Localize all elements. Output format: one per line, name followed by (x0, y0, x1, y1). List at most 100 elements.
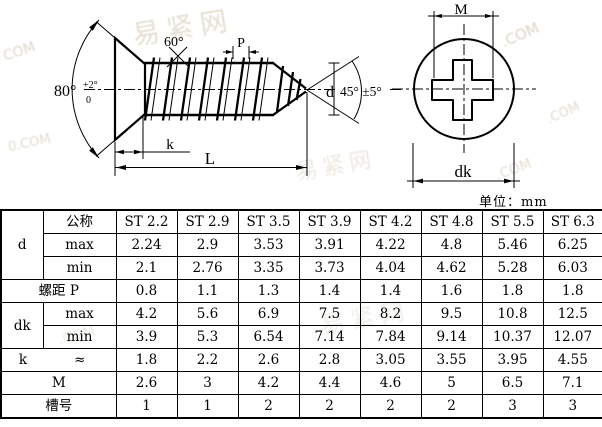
cell-dk-min: 7.84 (359, 325, 422, 349)
cell-d-min: 3.73 (298, 256, 361, 280)
cell-dk-min: 9.14 (420, 325, 483, 349)
sub-label-min: min (42, 325, 117, 349)
dim-pitch-ticks (223, 46, 259, 59)
cell-dk-max: 12.5 (542, 302, 602, 326)
dim-thread-angle (166, 46, 190, 68)
spec-table: d 公称 ST 2.2 ST 2.9 ST 3.5 ST 3.9 ST 4.2 … (0, 209, 602, 419)
cell-k: 2.8 (298, 348, 361, 372)
dim-label-point-angle: 45° ±5° (340, 84, 382, 99)
arrowhead (485, 14, 493, 18)
arrowhead (434, 14, 442, 18)
table-row-dk-max: dk max 4.2 5.6 6.9 7.5 8.2 9.5 10.8 12.5 (0, 302, 602, 349)
cell-d-min: 4.04 (359, 256, 422, 280)
cell-slot: 3 (542, 394, 602, 419)
cell-m: 4.2 (237, 371, 300, 395)
screw-drawing: 80° +2° 0 60° P k L (54, 2, 536, 188)
cell-dk-min: 3.9 (115, 325, 178, 349)
cell-dk-max: 5.6 (176, 302, 239, 326)
table-row-d-min: min 2.1 2.76 3.35 3.73 4.04 4.62 5.28 6.… (1, 256, 602, 280)
arrowhead (249, 50, 256, 54)
arrowhead (115, 149, 124, 155)
screw-shank-lines (144, 61, 274, 117)
centerline (392, 24, 536, 153)
col-header: ST 2.9 (176, 209, 239, 234)
cell-k: 2.6 (237, 348, 300, 372)
cell-dk-max: 10.8 (481, 302, 544, 326)
cell-k: 2.2 (176, 348, 239, 372)
cell-m: 7.1 (542, 371, 602, 395)
col-header: ST 4.8 (420, 209, 483, 234)
cell-dk-min: 5.3 (176, 325, 239, 349)
dim-recess-width (428, 11, 499, 78)
cell-d-max: 6.25 (542, 233, 602, 257)
row-label-slot: 槽号 (0, 394, 117, 419)
row-label-m: M (0, 371, 117, 395)
cell-slot: 3 (481, 394, 544, 419)
row-label-dk: dk (0, 302, 44, 349)
table-row-d-max: max 2.24 2.9 3.53 3.91 4.22 4.8 5.46 6.2… (1, 233, 602, 257)
arrowhead (226, 50, 233, 54)
dim-label-head-height: k (166, 137, 174, 153)
cell-dk-min: 7.14 (298, 325, 361, 349)
arrowhead (504, 178, 514, 184)
table-row-slot: 槽号 1 1 2 2 2 2 3 3 (0, 394, 602, 419)
cell-d-max: 3.53 (237, 233, 300, 257)
cell-k: 1.8 (115, 348, 178, 372)
dim-label-diameter: d (326, 84, 334, 101)
dim-pitch (223, 46, 259, 59)
table-row-header: d 公称 ST 2.2 ST 2.9 ST 3.5 ST 3.9 ST 4.2 … (0, 209, 602, 280)
k-label: k (18, 352, 28, 368)
cell-d-min: 5.28 (481, 256, 544, 280)
cell-dk-max: 8.2 (359, 302, 422, 326)
cell-dk-min: 6.54 (237, 325, 300, 349)
arrowhead (116, 165, 126, 170)
unit-label: 单位：mm (479, 195, 548, 210)
approx-symbol: ≈ (74, 352, 86, 368)
cell-slot: 2 (237, 394, 300, 419)
dim-label-head-diameter: dk (455, 162, 473, 181)
sub-label-min: min (42, 256, 117, 280)
cell-k: 3.55 (420, 348, 483, 372)
dim-label-pitch: P (237, 36, 245, 51)
cell-d-max: 3.91 (298, 233, 361, 257)
table-row-m: M 2.6 3 4.2 4.4 4.6 5 6.5 7.1 (0, 371, 602, 395)
dim-point-angle-lines (306, 56, 360, 124)
cell-pitch: 1.4 (359, 279, 422, 303)
dim-label-head-angle-tol-upper: +2° (83, 80, 98, 91)
cell-m: 6.5 (481, 371, 544, 395)
table-row-k: k ≈ 1.8 2.2 2.6 2.8 3.05 3.55 3.95 4.55 (0, 348, 602, 372)
dim-label-head-angle: 80° (54, 83, 76, 100)
cell-slot: 2 (420, 394, 483, 419)
dim-label-head-angle-tol-lower: 0 (86, 95, 91, 106)
dim-head-angle (71, 19, 116, 159)
col-header: ST 5.5 (481, 209, 544, 234)
cell-pitch: 0.8 (115, 279, 178, 303)
dim-diameter-lines (328, 62, 340, 116)
cell-d-min: 2.1 (115, 256, 178, 280)
phillips-cross (431, 59, 494, 121)
dim-head-angle-arc (71, 19, 100, 159)
cell-d-min: 4.62 (420, 256, 483, 280)
row-label-d: d (0, 209, 44, 280)
arrowhead (296, 165, 306, 170)
cell-dk-min: 12.07 (542, 325, 602, 349)
cell-dk-max: 6.9 (237, 302, 300, 326)
cell-d-max: 2.24 (115, 233, 178, 257)
cell-slot: 2 (359, 394, 422, 419)
cell-slot: 1 (115, 394, 178, 419)
cell-d-min: 3.35 (237, 256, 300, 280)
dim-label-recess-width: M (454, 2, 467, 18)
cell-d-max: 2.9 (176, 233, 239, 257)
dim-head-height-lines (114, 116, 190, 176)
cell-m: 2.6 (115, 371, 178, 395)
cell-slot: 2 (298, 394, 361, 419)
cell-m: 4.6 (359, 371, 422, 395)
col-header: ST 2.2 (115, 209, 178, 234)
cell-d-max: 5.46 (481, 233, 544, 257)
cell-dk-max: 4.2 (115, 302, 178, 326)
dim-length (115, 92, 308, 176)
dim-thread-angle-leaders (166, 46, 190, 68)
dim-head-diameter-lines (407, 143, 520, 188)
cell-pitch: 1.3 (237, 279, 300, 303)
